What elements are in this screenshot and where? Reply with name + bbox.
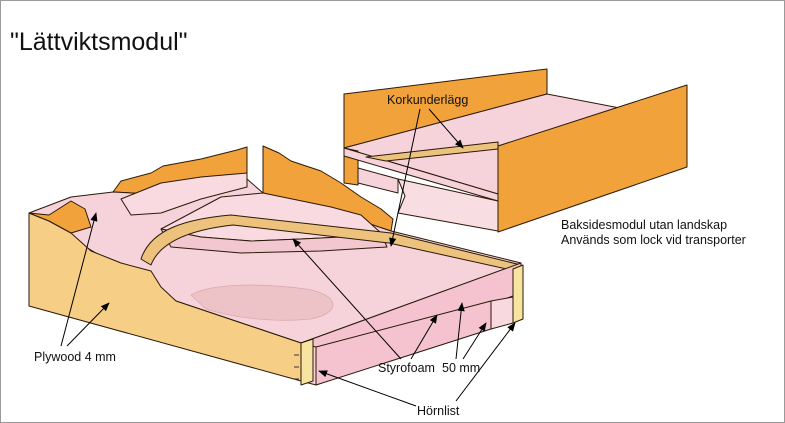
back-styro-block-2 [397,178,499,232]
leader-plywood-2 [66,302,110,347]
corner-strip-right [512,264,524,324]
leader-korkunderlagg-2 [389,108,421,247]
front-plywood-edge [28,200,92,234]
leader-styrofoam-1 [292,238,402,360]
leader-plywood-1 [60,212,98,347]
back-front-wall [497,84,688,233]
leader-korkunderlagg-1 [428,108,464,149]
leader-styrofoam-2 [410,314,438,360]
base-block-end [490,296,514,330]
label-styrofoam-size: 50 mm [442,361,480,375]
diagram-title: "Lättviktsmodul" [10,28,188,56]
back-styro-block [357,167,399,194]
label-styrofoam: Styrofoam [378,361,435,375]
leader-hornlist-1 [318,370,417,407]
main-module [28,145,524,386]
corner-strip-front [300,338,314,386]
left-hill [120,172,248,216]
label-hornlist: Hörnlist [417,404,460,418]
label-backside-line2: Används som lock vid transporter [561,233,746,247]
label-korkunderlagg: Korkunderlägg [387,93,468,107]
water-patch [190,284,334,321]
leader-50mm-1 [455,302,465,360]
label-backside-line1: Baksidesmodul utan landskap [561,218,727,232]
leader-hornlist-2 [455,322,516,402]
backside-module [343,68,688,233]
label-plywood: Plywood 4 mm [34,350,116,364]
leader-50mm-2 [462,322,487,360]
